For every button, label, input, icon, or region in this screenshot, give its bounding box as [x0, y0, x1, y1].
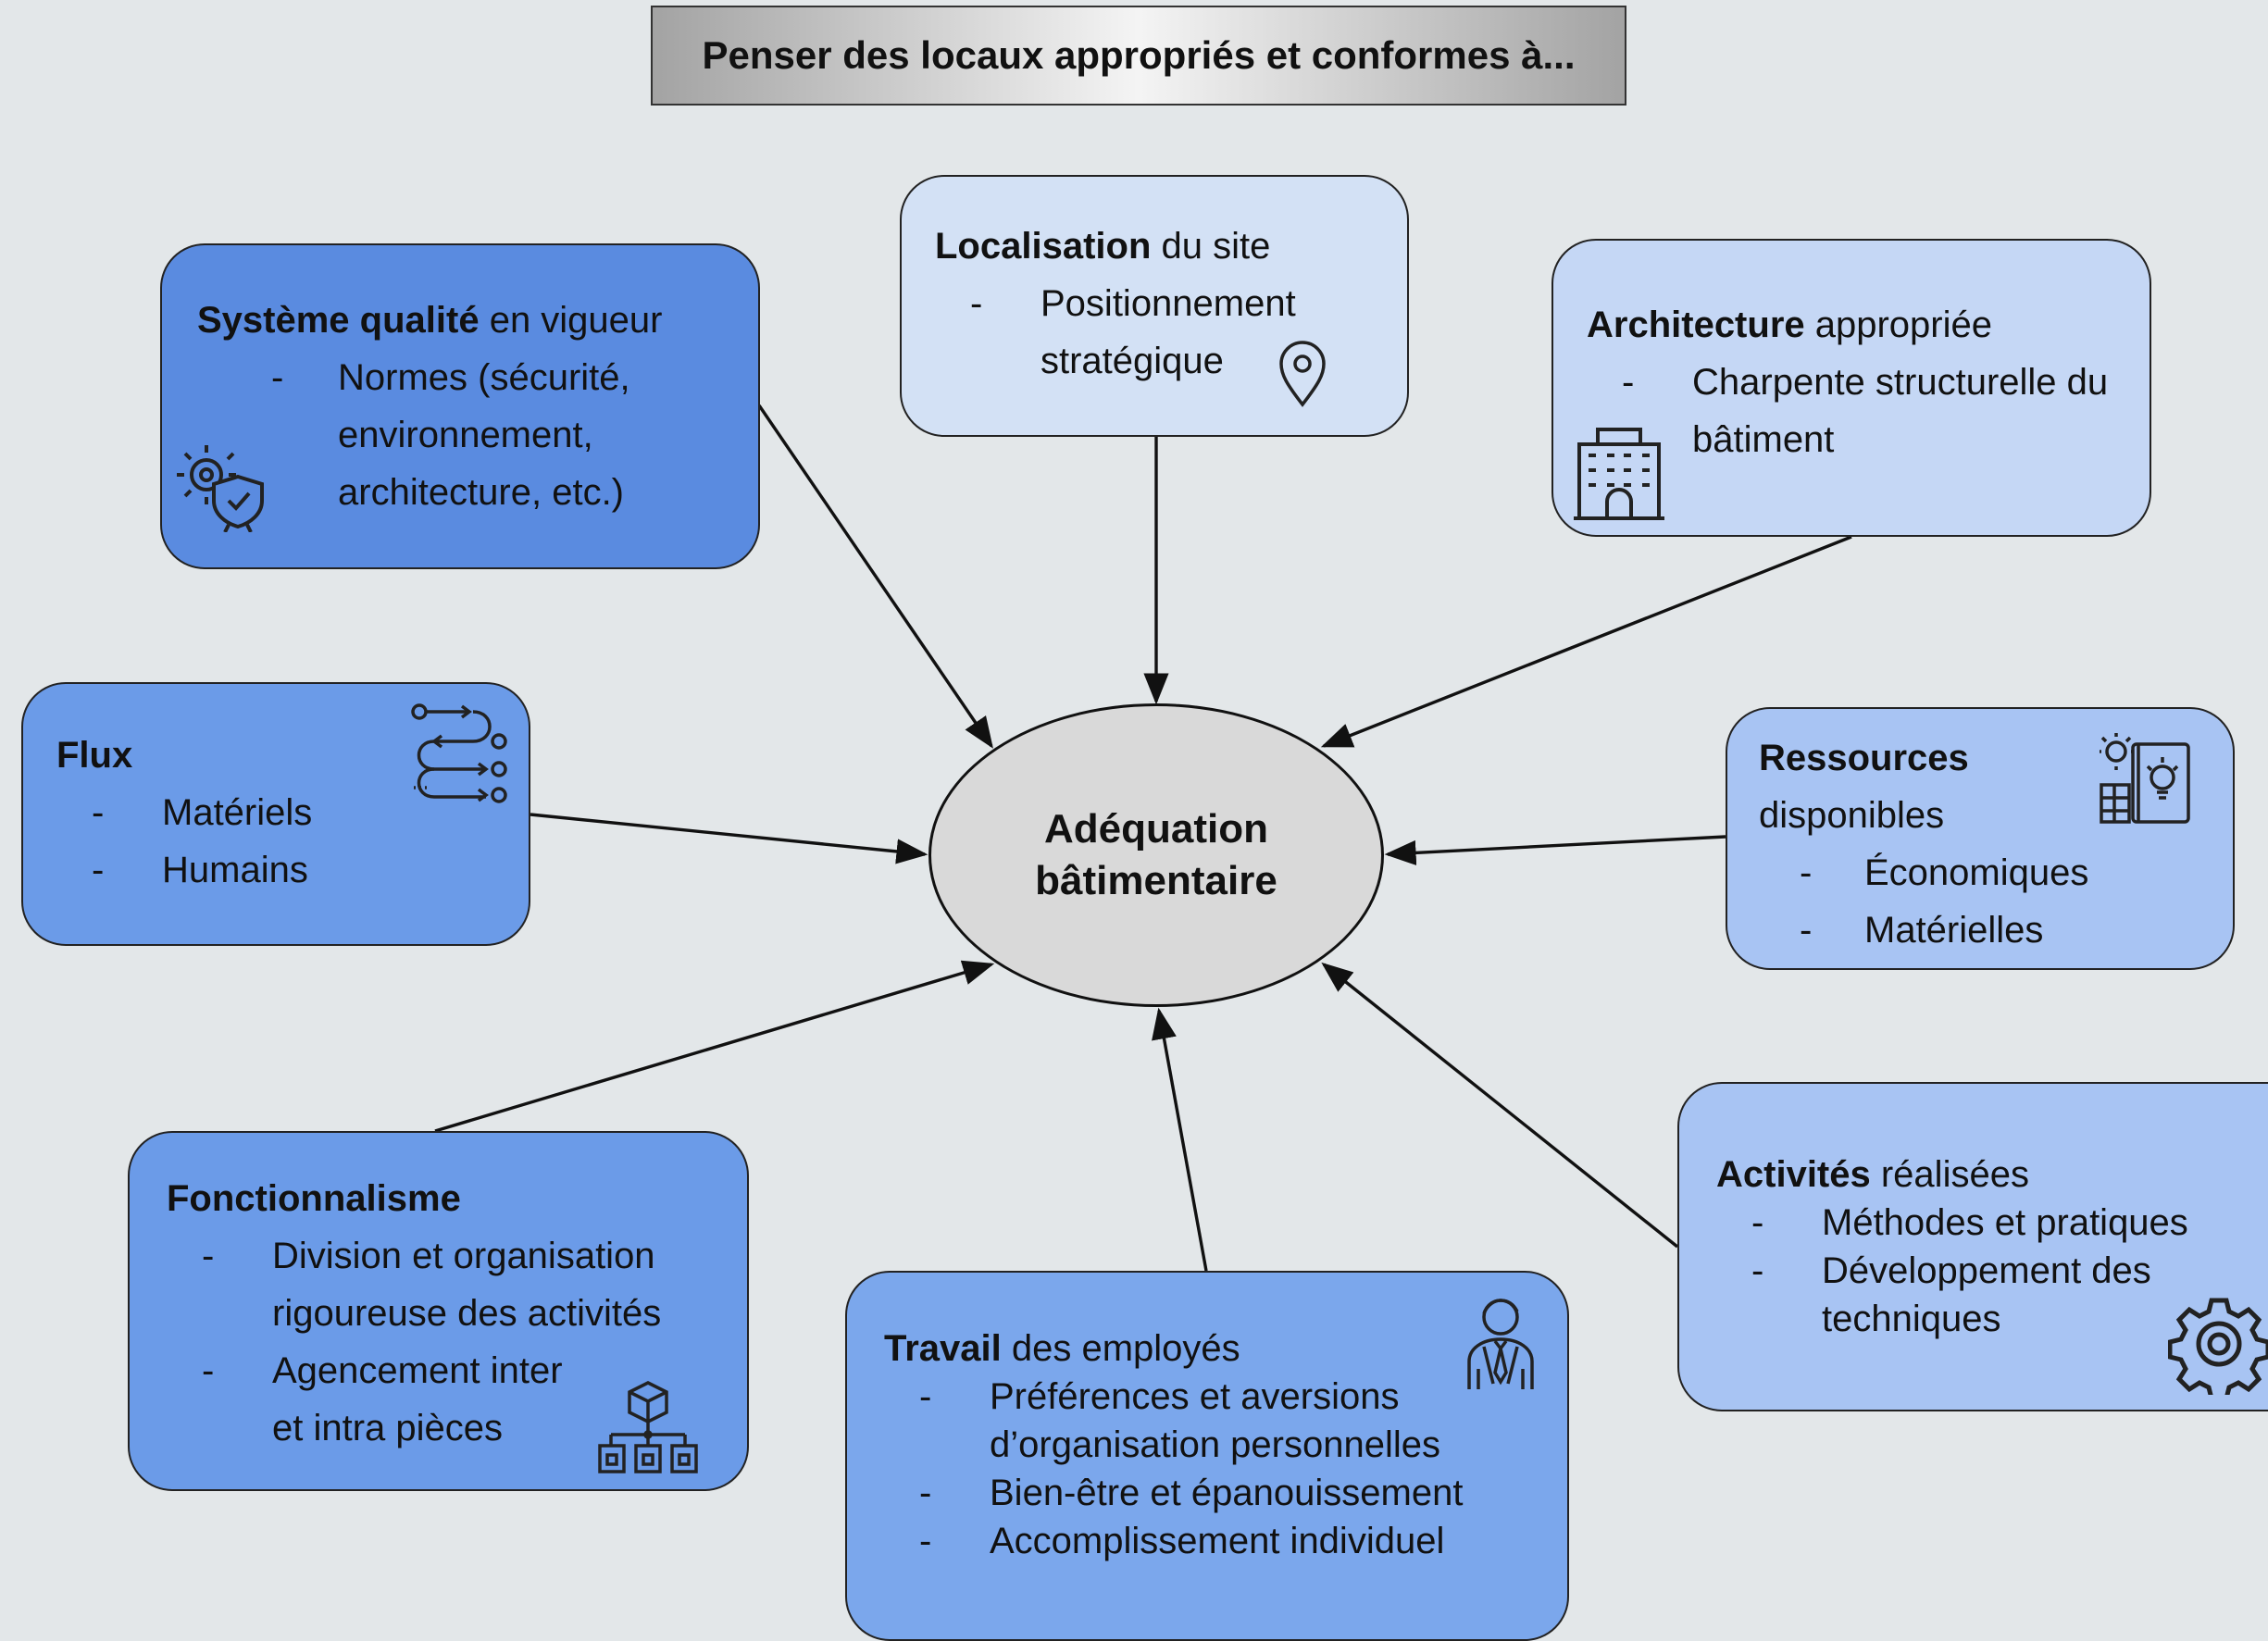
- node-heading: Activités réalisées: [1716, 1150, 2268, 1199]
- node-travail: Travail des employés - Préférences et ave…: [845, 1271, 1569, 1641]
- center-label-line1: Adéquation: [1044, 806, 1268, 852]
- node-activites: Activités réalisées - Méthodes et pratiqu…: [1677, 1082, 2268, 1411]
- list-item: - Bien-être et épanouissement: [884, 1469, 1567, 1517]
- node-flux: Flux - Matériels - Humains: [21, 682, 530, 946]
- list-dash: -: [970, 283, 983, 324]
- employee-icon: [1464, 1293, 1538, 1391]
- list-item-text: Matérielles: [1864, 910, 2044, 951]
- node-systeme-qualite: Système qualité en vigueur - Normes (sécu…: [160, 243, 760, 569]
- list-dash: -: [1751, 1250, 1764, 1291]
- node-heading-bold: Système qualité: [197, 300, 480, 341]
- node-heading: Système qualité en vigueur: [197, 292, 758, 349]
- center-node: Adéquation bâtimentaire: [928, 703, 1384, 1007]
- list-dash: -: [919, 1521, 932, 1561]
- list-item: - Économiques: [1759, 844, 2233, 901]
- list-item-text: Accomplissement individuel: [990, 1521, 1445, 1561]
- node-fonctionnalisme: Fonctionnalisme - Division et organisatio…: [128, 1131, 749, 1491]
- list-item: - Charpente structurelle du bâtiment: [1587, 354, 2150, 468]
- node-heading-bold: Activités: [1716, 1154, 1871, 1195]
- node-localisation: Localisation du site - Positionnement str…: [900, 175, 1409, 437]
- location-pin-icon: [1277, 340, 1327, 408]
- node-heading-rest: des employés: [1001, 1328, 1240, 1369]
- list-dash: -: [271, 357, 284, 398]
- arrow-fonctionnalisme: [434, 960, 995, 1133]
- node-heading-bold: Ressources: [1759, 738, 1969, 778]
- node-heading-rest: en vigueur: [479, 300, 663, 341]
- gear-icon: [2168, 1293, 2268, 1395]
- node-heading-bold: Fonctionnalisme: [167, 1178, 461, 1219]
- arrow-ressources: [1384, 835, 1726, 865]
- center-label-line2: bâtimentaire: [1035, 858, 1277, 903]
- node-architecture: Architecture appropriée - Charpente struc…: [1551, 239, 2151, 537]
- list-item-text: Économiques: [1864, 852, 2089, 893]
- list-item-text: Développement des techniques: [1822, 1250, 2151, 1339]
- list-item-text: Préférences et aversions d’organisation …: [990, 1376, 1440, 1465]
- list-item-text: Positionnement stratégique: [1041, 283, 1296, 381]
- list-dash: -: [1622, 362, 1635, 403]
- node-heading-line2: disponibles: [1759, 795, 1945, 836]
- arrow-architecture: [1320, 535, 1852, 748]
- list-item-text: Division et organisation rigoureuse des …: [272, 1236, 662, 1334]
- node-heading-rest: du site: [1151, 226, 1271, 267]
- hierarchy-cube-icon: [598, 1379, 698, 1477]
- arrow-travail: [1152, 1007, 1208, 1272]
- list-item: - Normes (sécurité, environnement, archit…: [197, 349, 758, 521]
- diagram-title: Penser des locaux appropriés et conforme…: [651, 6, 1626, 106]
- list-dash: -: [202, 1350, 215, 1391]
- resources-icon: [2098, 731, 2196, 827]
- gear-shield-icon: [173, 440, 275, 532]
- node-heading-bold: Localisation: [935, 226, 1152, 267]
- flow-icon: [408, 702, 512, 804]
- list-item: - Division et organisation rigoureuse des…: [167, 1227, 747, 1342]
- list-item: - Agencement inter et intra pièces: [167, 1342, 747, 1457]
- node-heading-bold: Travail: [884, 1328, 1002, 1369]
- list-item: - Méthodes et pratiques: [1716, 1199, 2268, 1247]
- list-item-text: Méthodes et pratiques: [1822, 1202, 2188, 1243]
- node-heading-rest: réalisées: [1870, 1154, 2029, 1195]
- node-heading: Fonctionnalisme: [167, 1170, 747, 1227]
- list-item: - Développement des techniques: [1716, 1247, 2268, 1343]
- list-dash: -: [1800, 852, 1813, 893]
- node-heading: Ressources: [1759, 729, 2233, 787]
- node-ressources: Ressources disponibles - Économiques - Mat…: [1726, 707, 2235, 970]
- node-heading: Travail des employés: [884, 1324, 1567, 1373]
- list-item-text: Normes (sécurité, environnement, archite…: [338, 357, 630, 513]
- list-item: - Positionnement stratégique: [935, 275, 1407, 390]
- building-icon: [1570, 424, 1668, 522]
- node-heading-rest: appropriée: [1804, 305, 1992, 345]
- list-item: - Préférences et aversions d’organisation…: [884, 1373, 1567, 1469]
- arrow-flux: [530, 813, 928, 864]
- list-dash: -: [92, 792, 105, 833]
- list-item: - Matériels: [56, 784, 529, 841]
- list-item: - Accomplissement individuel: [884, 1517, 1567, 1565]
- list-item: - Humains: [56, 841, 529, 899]
- node-heading: Architecture appropriée: [1587, 296, 2150, 354]
- list-item-text: Agencement inter et intra pièces: [272, 1350, 563, 1448]
- list-item: - Matérielles: [1759, 901, 2233, 959]
- node-heading-bold: Architecture: [1587, 305, 1805, 345]
- list-dash: -: [1751, 1202, 1764, 1243]
- arrow-systeme: [757, 404, 993, 749]
- arrow-activites: [1321, 962, 1679, 1249]
- node-heading: Localisation du site: [935, 218, 1407, 275]
- list-item-text: Matériels: [162, 792, 313, 833]
- list-item-text: Charpente structurelle du bâtiment: [1692, 362, 2109, 460]
- list-dash: -: [919, 1473, 932, 1513]
- node-heading: Flux: [56, 727, 529, 784]
- list-item-text: Bien-être et épanouissement: [990, 1473, 1464, 1513]
- list-dash: -: [92, 850, 105, 890]
- node-heading-bold: Flux: [56, 735, 133, 776]
- list-dash: -: [202, 1236, 215, 1276]
- list-item-text: Humains: [162, 850, 308, 890]
- list-dash: -: [1800, 910, 1813, 951]
- list-dash: -: [919, 1376, 932, 1417]
